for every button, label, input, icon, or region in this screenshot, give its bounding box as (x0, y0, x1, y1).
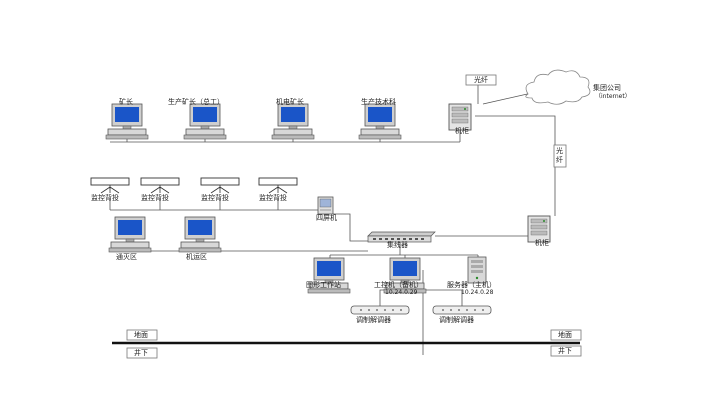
projection-screen-3-icon (200, 177, 240, 194)
modem-2-label: 调制解调器 (439, 316, 474, 324)
production-manager-label: 生产矿长（总工） (168, 98, 224, 106)
connection-lines (109, 85, 556, 355)
tech-dept-label: 生产技术科 (361, 98, 396, 106)
pc-ventilation-zone-icon (108, 216, 152, 253)
modem-1-label: 调制解调器 (356, 316, 391, 324)
ipc-ip-label: 10.24.0.29 (385, 289, 418, 296)
projection-screen-3-label: 监控背投 (201, 194, 229, 202)
ipc-backup-label: 工控机（备机） (374, 281, 423, 289)
internet-label: （internet） (595, 93, 631, 100)
underground-box-right (550, 345, 582, 357)
server-tower-icon (467, 256, 487, 284)
ground-left-label: 地面 (134, 331, 148, 339)
electromech-manager-label: 机电矿长 (276, 98, 304, 106)
ground-right-label: 地面 (558, 331, 572, 339)
hub-icon (367, 231, 436, 243)
ground-box-right (550, 329, 582, 341)
modem-1-icon (350, 305, 410, 315)
underground-right-label: 井下 (558, 347, 572, 355)
pc-electromech-manager-icon (271, 103, 315, 140)
screen-controller-label: 四屏机 (316, 214, 337, 222)
server-ip-label: 10.24.0.28 (461, 289, 494, 296)
projection-screen-4-icon (258, 177, 298, 194)
ground-box-left (126, 329, 158, 341)
projection-screen-4-label: 监控背投 (259, 194, 287, 202)
fiber-top-label: 光纤 (474, 76, 488, 84)
screen-controller-icon (317, 196, 334, 215)
modem-2-icon (432, 305, 492, 315)
pc-tech-dept-icon (358, 103, 402, 140)
pc-transport-zone-icon (178, 216, 222, 253)
ventilation-zone-label: 通灭区 (116, 253, 137, 261)
group-company-label: 集团公司 (593, 84, 621, 92)
underground-box-left (126, 347, 158, 359)
projection-screen-2-label: 监控背投 (141, 194, 169, 202)
mine-manager-label: 矿长 (119, 98, 133, 106)
internet-cloud (525, 69, 591, 105)
projection-screen-1-label: 监控背投 (91, 194, 119, 202)
fiber-box-top (465, 74, 497, 86)
fiber-box-vertical (553, 144, 567, 168)
pc-mine-manager-icon (105, 103, 149, 140)
cabinet-top-label: 机柜 (455, 127, 469, 135)
fiber-vertical-label: 光纤 (556, 147, 563, 164)
underground-left-label: 井下 (134, 349, 148, 357)
pc-production-manager-icon (183, 103, 227, 140)
projection-screen-1-icon (90, 177, 130, 194)
transport-zone-label: 机运区 (186, 253, 207, 261)
hub-label: 集线器 (387, 241, 408, 249)
graphics-ws-label: 图形工作站 (306, 281, 341, 289)
projection-screen-2-icon (140, 177, 180, 194)
server-main-label: 服务器（主机） (447, 281, 496, 289)
cabinet-right-label: 机柜 (535, 239, 549, 247)
